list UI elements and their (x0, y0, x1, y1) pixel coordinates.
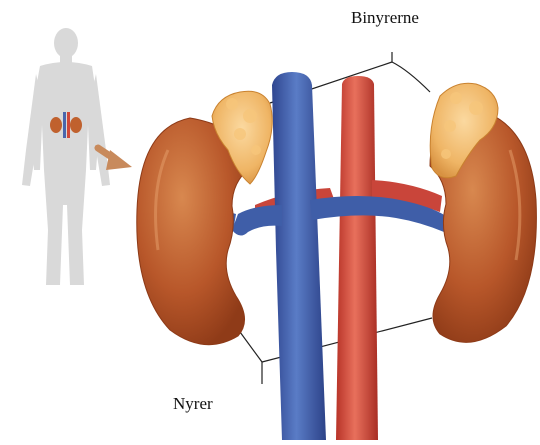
human-silhouette-icon (22, 28, 110, 285)
kidney-leader-lines (240, 318, 432, 384)
adrenal-glands-label: Binyrerne (351, 8, 419, 28)
kidneys-label: Nyrer (173, 394, 213, 414)
